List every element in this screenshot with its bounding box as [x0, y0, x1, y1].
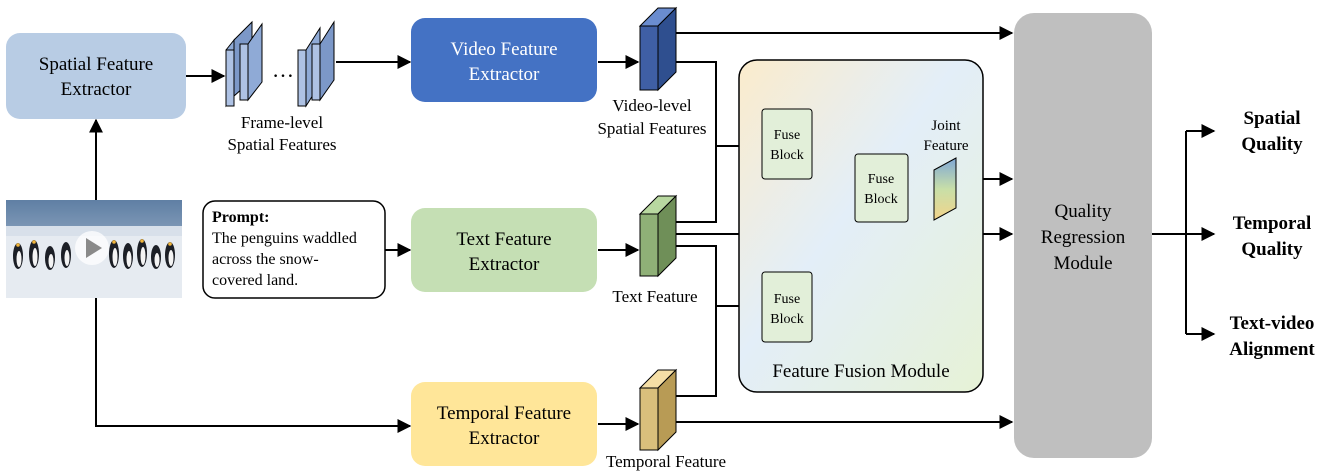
- output-spatial-label-1: Spatial: [1243, 108, 1300, 129]
- regression-label-3: Module: [1053, 253, 1112, 274]
- fuse-block-1-label-2: Block: [770, 148, 803, 163]
- video-level-label-1: Video-level: [612, 96, 691, 115]
- quality-regression-module: Quality Regression Module: [1014, 13, 1152, 458]
- output-alignment-label-2: Alignment: [1229, 339, 1315, 360]
- temporal-extractor-box: [411, 382, 597, 466]
- prompt-line-2: across the snow-: [212, 251, 319, 268]
- fuse-block-2: Fuse Block: [854, 153, 909, 223]
- temporal-extractor-label-1: Temporal Feature: [437, 403, 571, 424]
- prompt-line-1: The penguins waddled: [212, 230, 357, 247]
- joint-feature-slab: [933, 157, 957, 221]
- fuse-block-3: Fuse Block: [761, 271, 813, 343]
- temporal-feature-prism: [638, 368, 678, 452]
- temporal-feature-extractor: Temporal Feature Extractor: [411, 382, 597, 466]
- fusion-module-title: Feature Fusion Module: [772, 361, 949, 382]
- output-alignment-label-1: Text-video: [1230, 313, 1315, 334]
- frame-ellipsis: …: [272, 57, 294, 82]
- output-text-video-alignment: Text-video Alignment: [1229, 313, 1315, 360]
- spatial-extractor-label-1: Spatial Feature: [39, 54, 154, 75]
- text-feature-label: Text Feature: [612, 287, 697, 306]
- fuse-block-2-label-1: Fuse: [868, 172, 894, 187]
- frame-feature-stack-1: [225, 20, 263, 108]
- spatial-feature-extractor: Spatial Feature Extractor: [6, 33, 186, 119]
- prompt-line-3: covered land.: [212, 272, 298, 289]
- temporal-extractor-label-2: Extractor: [469, 428, 540, 449]
- joint-feature-label-1: Joint: [931, 118, 961, 134]
- video-extractor-label-1: Video Feature: [450, 39, 557, 60]
- video-extractor-box: [411, 18, 597, 102]
- frame-feature-stack-2: [297, 20, 335, 108]
- video-level-feature-prism: [638, 6, 678, 92]
- output-spatial-quality: Spatial Quality: [1241, 108, 1303, 155]
- output-temporal-label-1: Temporal: [1233, 213, 1311, 234]
- prompt-heading: Prompt:: [212, 209, 269, 226]
- frame-level-label-2: Spatial Features: [227, 135, 336, 154]
- fuse-block-2-label-2: Block: [864, 192, 897, 207]
- output-temporal-quality: Temporal Quality: [1233, 213, 1311, 260]
- frame-level-features: … Frame-level Spatial Features: [225, 20, 337, 154]
- output-temporal-label-2: Quality: [1241, 239, 1303, 260]
- text-feature-prism: [638, 194, 678, 278]
- fuse-block-3-label-2: Block: [770, 312, 803, 327]
- joint-feature-label-2: Feature: [924, 138, 969, 154]
- video-extractor-label-2: Extractor: [469, 64, 540, 85]
- output-spatial-label-2: Quality: [1241, 134, 1303, 155]
- fuse-block-1-label-1: Fuse: [774, 128, 800, 143]
- spatial-extractor-label-2: Extractor: [61, 79, 132, 100]
- temporal-feature-label: Temporal Feature: [606, 452, 726, 471]
- fuse-block-1: Fuse Block: [761, 108, 813, 180]
- text-extractor-label-1: Text Feature: [456, 229, 551, 250]
- spatial-extractor-box: [6, 33, 186, 119]
- play-icon: [75, 231, 109, 265]
- regression-label-2: Regression: [1041, 227, 1126, 248]
- text-feature-extractor: Text Feature Extractor: [411, 208, 597, 292]
- text-extractor-label-2: Extractor: [469, 254, 540, 275]
- video-level-label-2: Spatial Features: [597, 119, 706, 138]
- fuse-block-3-label-1: Fuse: [774, 292, 800, 307]
- prompt-box: Prompt: The penguins waddled across the …: [202, 200, 386, 299]
- text-extractor-box: [411, 208, 597, 292]
- regression-label-1: Quality: [1055, 201, 1112, 222]
- frame-level-label-1: Frame-level: [241, 113, 323, 132]
- video-feature-extractor: Video Feature Extractor: [411, 18, 597, 102]
